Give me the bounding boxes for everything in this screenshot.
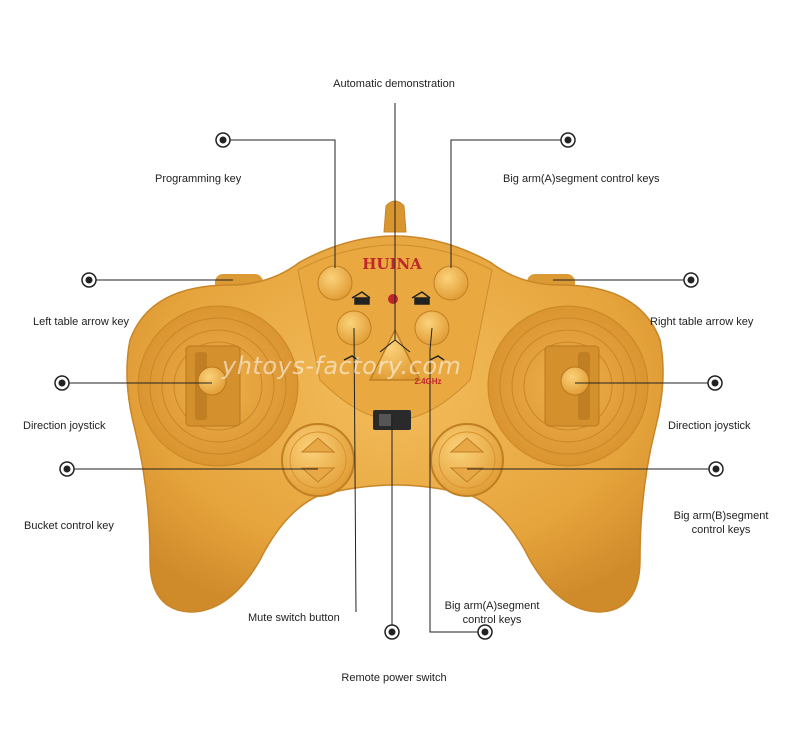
bullet-marker-icon	[384, 624, 400, 640]
bullet-marker-icon	[708, 461, 724, 477]
arrow-up-icon	[300, 437, 336, 453]
frequency-badge: 2.4GHz	[414, 377, 441, 386]
big-arm-a-top-label: Big arm(A)segment control keys	[503, 173, 660, 185]
remote-power-switch-label: Remote power switch	[341, 672, 447, 684]
big-arm-b-label-line2: control keys	[691, 524, 751, 536]
right-joystick-pad	[487, 305, 649, 467]
bucket-control-key[interactable]	[281, 423, 355, 497]
bullet-marker-icon	[477, 624, 493, 640]
big-arm-a-top-key[interactable]	[433, 265, 469, 301]
status-led	[388, 294, 398, 304]
brand-logo: HUINA	[362, 255, 422, 273]
programming-key[interactable]	[317, 265, 353, 301]
mute-switch-button-label: Mute switch button	[248, 612, 340, 624]
programming-key-label: Programming key	[155, 173, 242, 185]
bullet-marker-icon	[54, 375, 70, 391]
direction-joystick-right-label: Direction joystick	[668, 420, 751, 432]
left-joystick-pad	[137, 305, 299, 467]
big-arm-a-bottom-key[interactable]	[430, 423, 504, 497]
bullet-marker-icon	[683, 272, 699, 288]
bullet-marker-icon	[560, 132, 576, 148]
bullet-marker-icon	[59, 461, 75, 477]
bullet-marker-icon	[707, 375, 723, 391]
bullet-markers	[54, 132, 724, 640]
direction-joystick-left-label: Direction joystick	[23, 420, 106, 432]
big-arm-b-label-line1: Big arm(B)segment	[673, 510, 769, 522]
automatic-demonstration-label: Automatic demonstration	[333, 78, 455, 90]
bullet-marker-icon	[81, 272, 97, 288]
leader-lines	[62, 103, 716, 633]
arrow-down-icon	[300, 467, 336, 483]
controller-body	[126, 200, 664, 613]
big-arm-a-bottom-label-line2: control keys	[462, 614, 522, 626]
right-table-arrow-key-label: Right table arrow key	[650, 316, 754, 328]
automatic-demonstration-button[interactable]	[368, 328, 422, 381]
right-joystick-knob	[560, 366, 590, 396]
big-arm-a-bottom-label-line1: Big arm(A)segment	[444, 600, 540, 612]
left-table-arrow-key-label: Left table arrow key	[33, 316, 129, 328]
excavator-icon	[343, 291, 445, 361]
watermark: yhtoys-factory.com	[222, 352, 462, 380]
bucket-control-key-label: Bucket control key	[24, 520, 114, 532]
bullet-marker-icon	[215, 132, 231, 148]
left-joystick-knob	[197, 366, 227, 396]
